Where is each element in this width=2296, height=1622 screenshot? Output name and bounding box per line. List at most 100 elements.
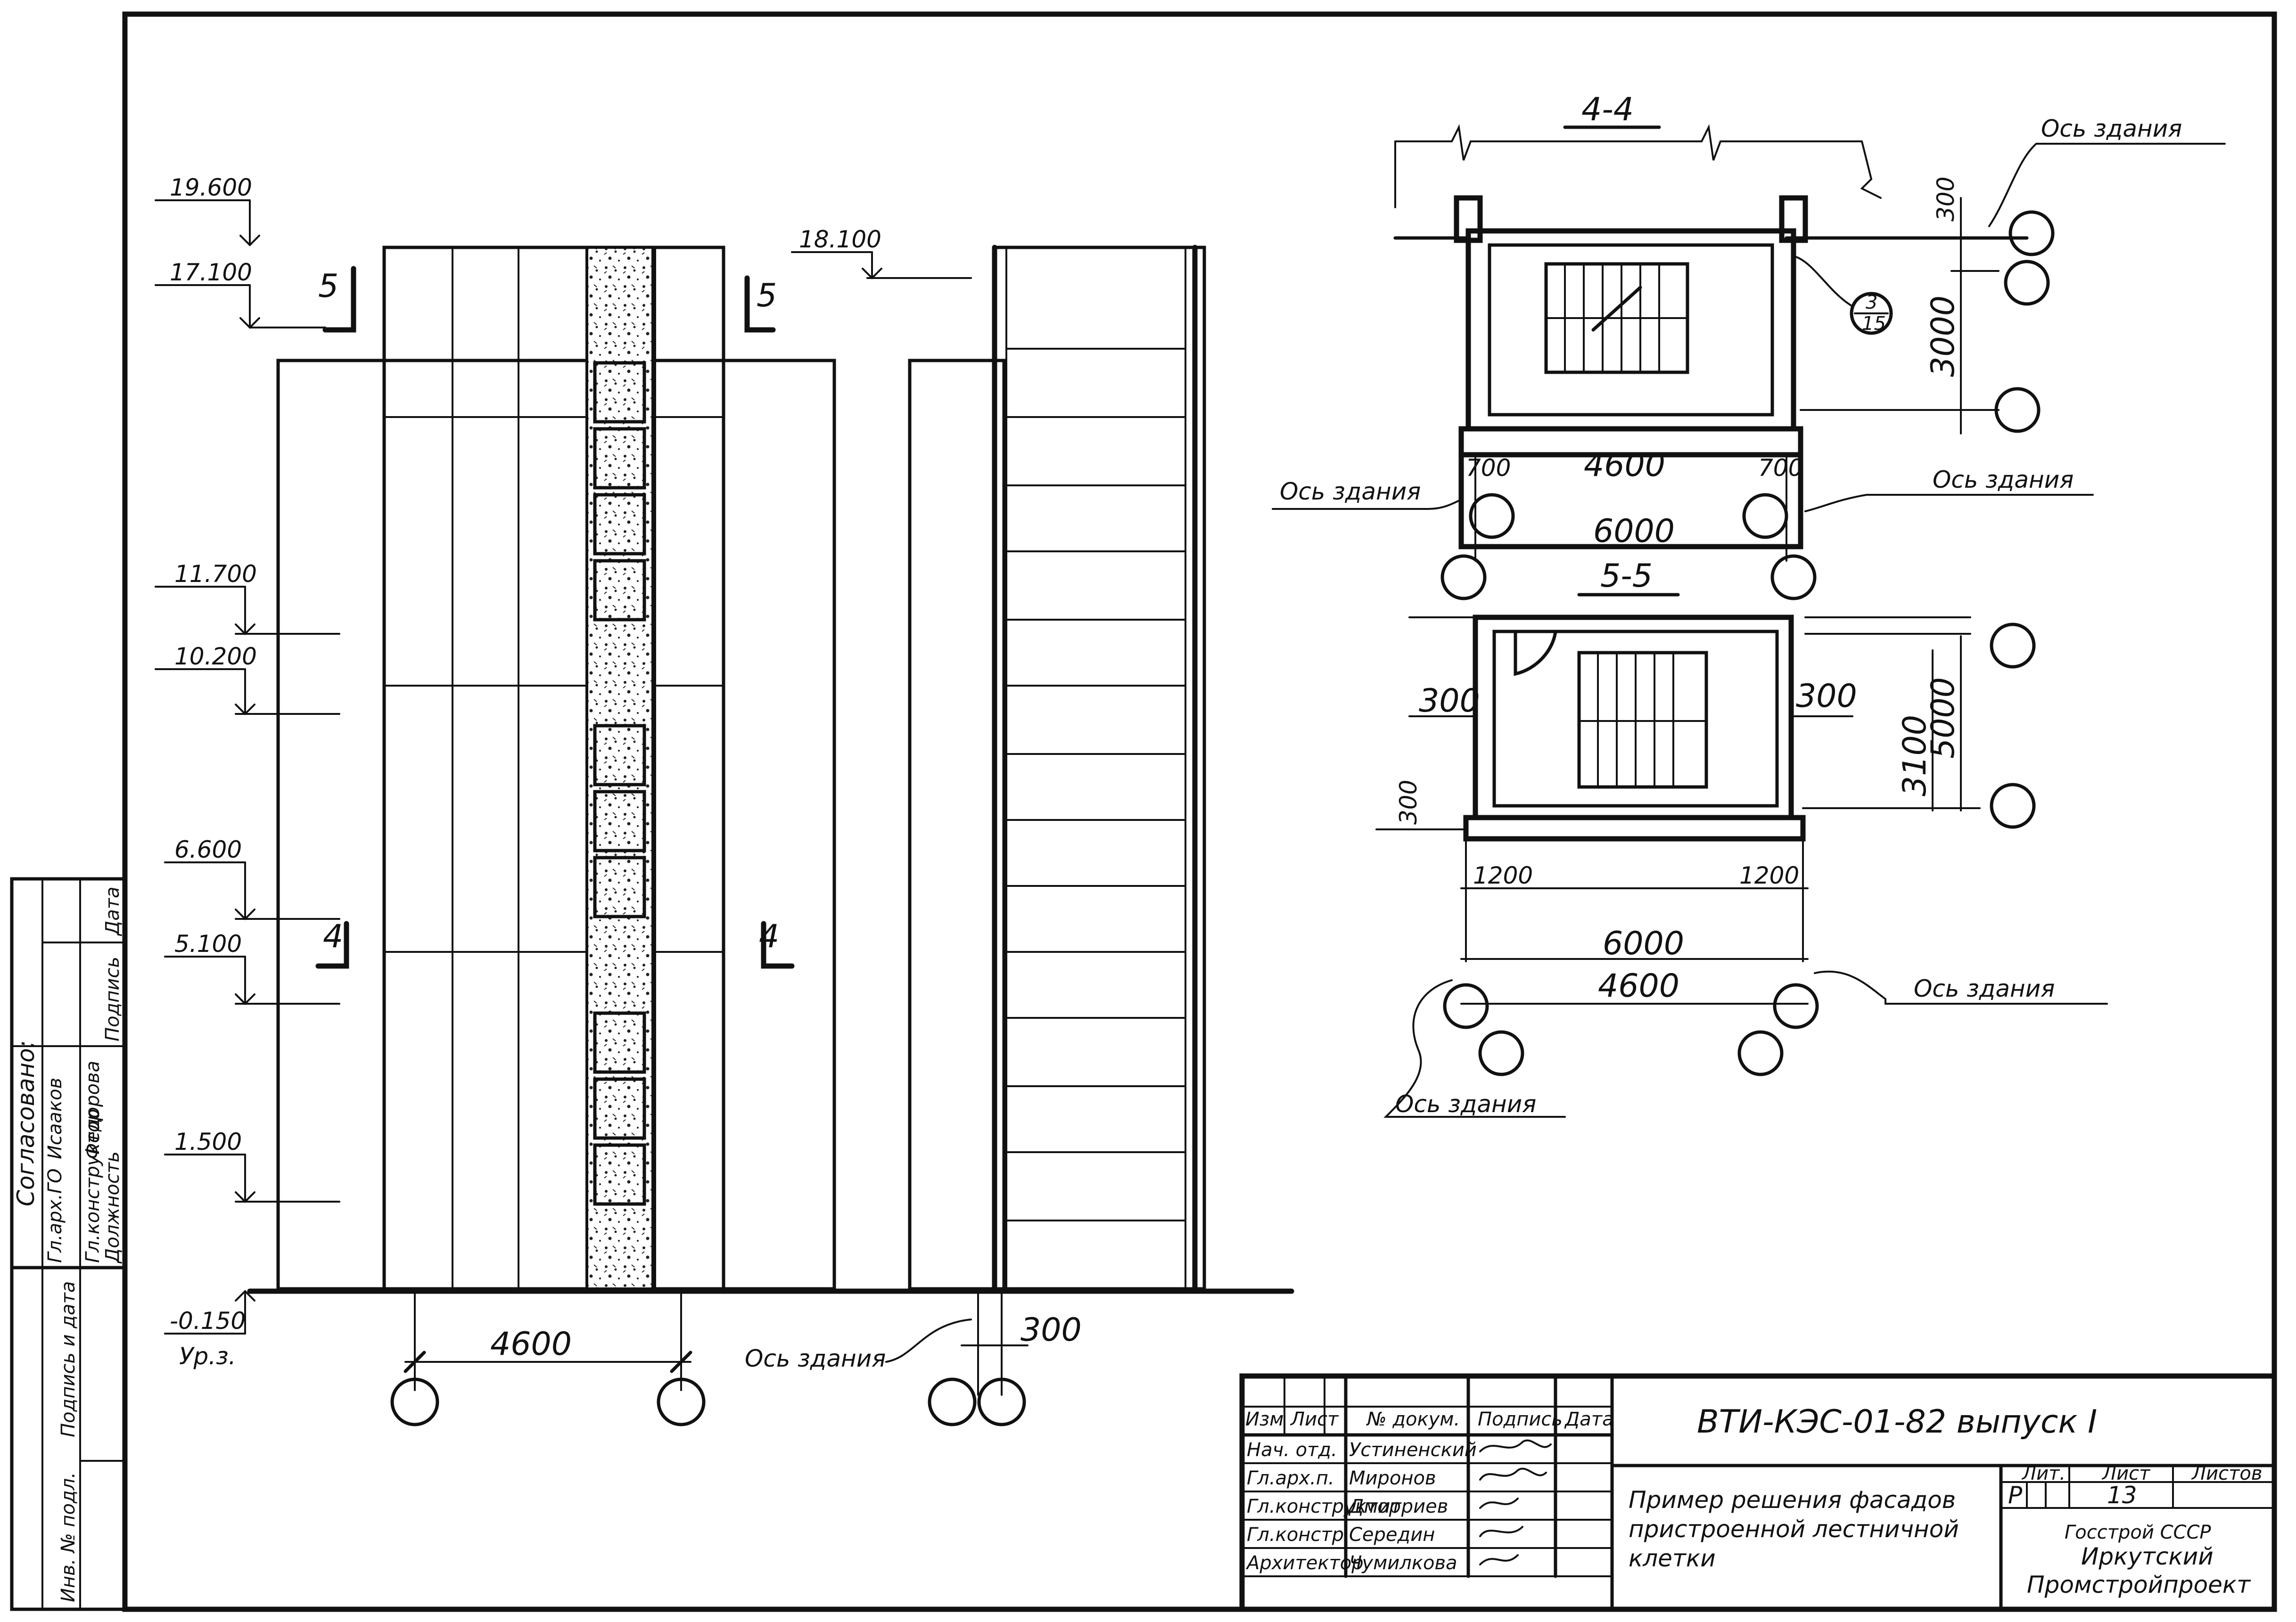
staff-2-role: Гл.арх.п. [1247,1467,1334,1489]
axis-bubble-front-left [390,1377,439,1426]
plan-5-5-dim-small: 300 [1395,780,1422,825]
org-line-2: Иркутский [2081,1543,2214,1570]
level-18100: 18.100 [791,226,972,279]
approval-stamp: Согласовано: Гл.арх.ГО Исааков Гл.констр… [10,877,127,1611]
cut-4-right: 4 [759,918,779,955]
front-elevation [247,246,1294,1294]
sheet-frame [122,11,2277,1612]
stamp-inventory-label: Инв. № подл. [58,1472,79,1602]
axis-bubble-44-c [1440,554,1487,600]
drawing-title: Пример решения фасадов пристроенной лест… [1629,1486,1967,1572]
sheets-header: Листов [2191,1463,2262,1484]
plan-4-4-dim-inner: 4600 [1584,447,1665,484]
level-18100-label: 18.100 [799,226,881,253]
sheet-value: 13 [2107,1482,2137,1509]
col-header-sheet: Лист [1290,1409,1339,1430]
level-1500-label: 1.500 [174,1128,242,1155]
axis-bubble-front-right [657,1377,706,1426]
staff-1-role: Нач. отд. [1247,1439,1337,1461]
axis-bubble-44-f [2004,260,2050,306]
plan-5-5-dim-vertical-a: 3100 [1896,715,1934,796]
level-minus-0150: -0.150 Ур.з. [164,1290,255,1370]
side-elevation: 300 Ось здания [745,245,1206,1426]
ground-level-label: Ур.з. [179,1343,236,1370]
level-10200-label: 10.200 [174,643,257,670]
staff-3-role: Гл.конструктор [1247,1496,1401,1517]
level-6600-label: 6.600 [174,836,242,863]
stamp-header-date: Дата [102,886,123,936]
section-cut-marks: 5 5 4 4 [315,266,795,969]
plan-5-5-axis-right: Ось здания [1914,975,2055,1002]
plan-4-4-axis-top: Ось здания [2041,115,2182,142]
axis-bubble-55-b [1990,783,2036,829]
stamp-row-1-role: Гл.арх.ГО [44,1168,66,1263]
elevation-markers: 19.600 17.100 11.700 10.200 6.600 [155,174,972,1370]
plan-5-5-dim-inner: 4600 [1598,967,1679,1005]
col-header-change: Изм [1245,1409,1284,1430]
axis-bubble-side-2 [977,1377,1026,1426]
plan-5-5-title: 5-5 [1600,557,1653,595]
cut-5-left: 5 [318,268,338,305]
level-11700: 11.700 [155,560,340,635]
stamp-signdate-label: Подпись и дата [58,1281,79,1437]
staff-3-name: Дмитриев [1348,1496,1448,1517]
plan-4-4-axis-right: Ось здания [1933,466,2074,493]
level-5100: 5.100 [164,930,340,1005]
stamp-header-position: Должность [102,1151,123,1264]
axis-bubble-55-c [1443,983,1489,1029]
staff-5-role: Архитектор [1245,1552,1364,1574]
level-5100-label: 5.100 [174,930,242,958]
plan-4-4: 4-4 700 4600 700 6000 300 3000 [1272,91,2226,600]
staff-4-role: Гл.констр. [1247,1524,1350,1546]
stamp-title: Согласовано: [12,1040,40,1206]
plan-5-5-dim-left: 300 [1419,682,1480,720]
staff-5-name: Чумилкова [1349,1552,1457,1574]
glass-block-column [593,361,646,1206]
plan-5-5-axis-bottom: Ось здания [1395,1090,1536,1118]
axis-bubble-44-g [1994,387,2041,433]
col-header-doc: № докум. [1366,1409,1460,1430]
signature-scribbles [1479,1439,1552,1565]
org-line-1: Госстрой СССР [2065,1522,2211,1543]
plan-4-4-dim-overall: 6000 [1593,513,1675,550]
detail-callout [1850,292,1893,335]
axis-bubble-55-d [1773,983,1819,1029]
front-width-label: 4600 [490,1326,572,1363]
level-17100: 17.100 [155,259,326,329]
axis-bubble-side-1 [928,1377,977,1426]
staff-4-name: Середин [1349,1524,1435,1546]
title-block: Лит. Лист Листов Р 13 Госстрой СССР Ирку… [1239,1373,2277,1612]
detail-callout-top: 3 [1866,292,1877,313]
side-axis-label: Ось здания [745,1345,886,1372]
level-19600: 19.600 [155,174,260,246]
stamp-row-1-name: Исааков [44,1078,66,1159]
plan-5-5-dim-right: 300 [1796,678,1857,715]
plan-4-4-axis-left: Ось здания [1280,478,1421,505]
plan-5-5-dim-overall: 6000 [1603,925,1684,962]
level-17100-label: 17.100 [170,259,252,286]
stamp-header-signature: Подпись [102,957,123,1041]
staff-2-name: Миронов [1349,1467,1436,1489]
plan-4-4-dim-vertical-main: 3000 [1925,295,1962,377]
level-19600-label: 19.600 [170,174,252,201]
cut-4-left: 4 [323,918,343,955]
level-minus-0150-label: -0.150 [170,1307,246,1335]
cut-5-right: 5 [757,277,777,314]
axis-bubble-44-b [1742,493,1788,539]
staff-1-name: Устиненский [1349,1439,1477,1461]
stage-value: Р [2008,1482,2023,1509]
level-1500: 1.500 [164,1128,340,1203]
axis-bubble-44-d [1770,554,1817,600]
col-header-signature: Подпись [1478,1409,1563,1430]
sheet-header: Лист [2101,1463,2151,1484]
document-code: ВТИ-КЭС-01-82 выпуск I [1697,1403,2097,1441]
plan-5-5-dim-vertical-b: 5000 [1925,677,1962,759]
stamp-row-2-role: Гл.конструктор [82,1109,104,1263]
org-line-3: Промстройпроект [2027,1571,2251,1598]
plan-5-5-dim-left-bottom: 1200 [1473,862,1533,889]
plan-4-4-title: 4-4 [1581,91,1634,128]
axis-bubble-55-a [1990,623,2036,669]
level-11700-label: 11.700 [174,560,257,588]
plan-4-4-dim-right-offset: 700 [1758,454,1803,482]
